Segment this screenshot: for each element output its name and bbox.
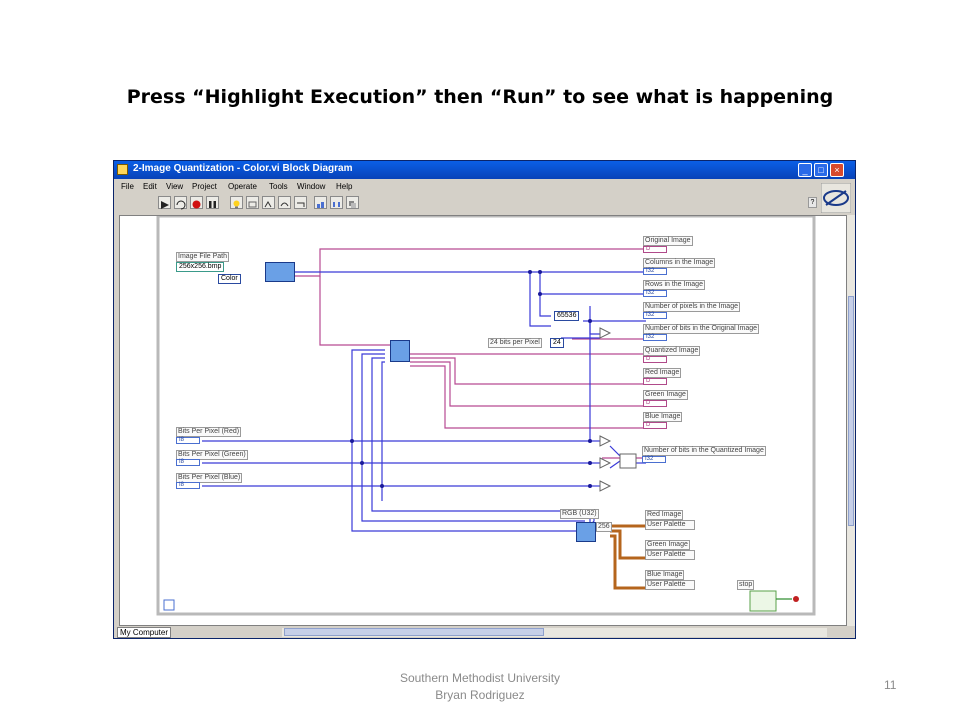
palette-green-user-palette[interactable]: User Palette [645, 550, 695, 560]
vi-icon [117, 164, 128, 175]
image-file-path-label: Image File Path [176, 252, 230, 262]
footer-author: Bryan Rodriguez [435, 688, 525, 702]
indicator-rows-label: Rows in the Image [643, 280, 705, 290]
block-diagram[interactable]: Image File Path 256x256.bmp Color 65536 … [119, 215, 847, 626]
palette-blue-image-label: Blue Image [645, 570, 685, 580]
horizontal-scrollbar[interactable] [282, 628, 827, 637]
menu-edit[interactable]: Edit [143, 182, 157, 191]
indicator-num-pixels-label: Number of pixels in the Image [643, 302, 740, 312]
distribute-objects-icon[interactable] [330, 196, 343, 209]
abort-icon[interactable] [190, 196, 203, 209]
indicator-blue-image-label: Blue Image [643, 412, 683, 422]
labview-window: 2-Image Quantization - Color.vi Block Di… [113, 160, 856, 639]
indicator-columns-label: Columns in the Image [643, 258, 716, 268]
indicator-quantized-image[interactable]: D [643, 356, 667, 363]
indicator-num-pixels[interactable]: I32 [643, 312, 667, 319]
footer-university: Southern Methodist University [399, 671, 561, 685]
window-titlebar[interactable]: 2-Image Quantization - Color.vi Block Di… [114, 161, 855, 179]
palette-blue-user-palette[interactable]: User Palette [645, 580, 695, 590]
palette-red-user-palette[interactable]: User Palette [645, 520, 695, 530]
unflatten-pixmap-node[interactable] [576, 522, 596, 542]
menu-file[interactable]: File [121, 182, 134, 191]
labview-logo-icon [821, 183, 851, 213]
bpp-green-label: Bits Per Pixel (Green) [176, 450, 248, 460]
image-file-path-control[interactable]: 256x256.bmp [176, 262, 225, 272]
indicator-original-image[interactable]: D [643, 246, 667, 253]
retain-wire-values-icon[interactable] [246, 196, 259, 209]
indicator-bits-original-label: Number of bits in the Original Image [643, 324, 760, 334]
highlight-execution-icon[interactable] [230, 196, 243, 209]
bpp-green-control[interactable]: I8 [176, 459, 200, 466]
close-button[interactable]: × [830, 163, 844, 177]
menu-help[interactable]: Help [336, 182, 353, 191]
bits-per-pixel-constant[interactable]: 24 [550, 338, 564, 348]
step-into-icon[interactable] [262, 196, 275, 209]
indicator-red-image[interactable]: D [643, 378, 667, 385]
menu-operate[interactable]: Operate [228, 182, 257, 191]
context-label: My Computer [117, 627, 172, 638]
help-icon[interactable]: ? [808, 197, 817, 208]
quantize-subvi-node[interactable] [390, 340, 410, 362]
multiply-constant[interactable]: 65536 [554, 311, 580, 321]
slide-number: 11 [884, 678, 897, 692]
run-continuously-icon[interactable] [174, 196, 187, 210]
step-out-icon[interactable] [294, 196, 307, 209]
palette-green-image-label: Green Image [645, 540, 690, 550]
indicator-rows[interactable]: I32 [643, 290, 667, 297]
indicator-quantized-image-label: Quantized Image [643, 346, 701, 356]
slide-footer: Southern Methodist University Bryan Rodr… [330, 670, 630, 704]
menu-project[interactable]: Project [192, 182, 217, 191]
align-objects-icon[interactable] [314, 196, 327, 209]
bpp-blue-control[interactable]: I8 [176, 482, 200, 489]
indicator-bits-quantized-label: Number of bits in the Quantized Image [642, 446, 766, 456]
indicator-bits-quantized[interactable]: I32 [642, 456, 666, 463]
reorder-icon[interactable] [346, 196, 359, 209]
bpp-red-control[interactable]: I8 [176, 437, 200, 444]
menu-bar: File Edit View Project Operate Tools Win… [114, 180, 855, 194]
indicator-bits-original[interactable]: I32 [643, 334, 667, 341]
color-control[interactable]: Color [218, 274, 241, 284]
stop-label: stop [737, 580, 755, 590]
size-256-constant[interactable]: 256 [596, 522, 612, 532]
pause-icon[interactable] [206, 196, 219, 209]
run-icon[interactable] [158, 196, 171, 209]
menu-tools[interactable]: Tools [269, 182, 288, 191]
palette-red-image-label: Red Image [645, 510, 684, 520]
bpp-blue-label: Bits Per Pixel (Blue) [176, 473, 243, 483]
toolbar [114, 195, 855, 213]
minimize-button[interactable]: _ [798, 163, 812, 177]
indicator-blue-image[interactable]: D [643, 422, 667, 429]
read-bmp-node[interactable] [265, 262, 295, 282]
indicator-red-image-label: Red Image [643, 368, 682, 378]
slide-title: Press “Highlight Execution” then “Run” t… [126, 86, 834, 108]
window-title: 2-Image Quantization - Color.vi Block Di… [133, 163, 353, 174]
menu-view[interactable]: View [166, 182, 184, 191]
step-over-icon[interactable] [278, 196, 291, 209]
vertical-scroll-thumb[interactable] [848, 296, 854, 526]
maximize-button[interactable]: □ [814, 163, 828, 177]
indicator-green-image[interactable]: D [643, 400, 667, 407]
horizontal-scroll-thumb[interactable] [284, 628, 544, 636]
menu-window[interactable]: Window [297, 182, 326, 191]
bpp-red-label: Bits Per Pixel (Red) [176, 427, 242, 437]
indicator-original-image-label: Original Image [643, 236, 693, 246]
bits-per-pixel-constant-label: 24 bits per Pixel [488, 338, 542, 348]
rgb-u32-dropdown[interactable]: RGB (U32) [560, 509, 599, 519]
indicator-green-image-label: Green Image [643, 390, 688, 400]
indicator-columns[interactable]: I32 [643, 268, 667, 275]
